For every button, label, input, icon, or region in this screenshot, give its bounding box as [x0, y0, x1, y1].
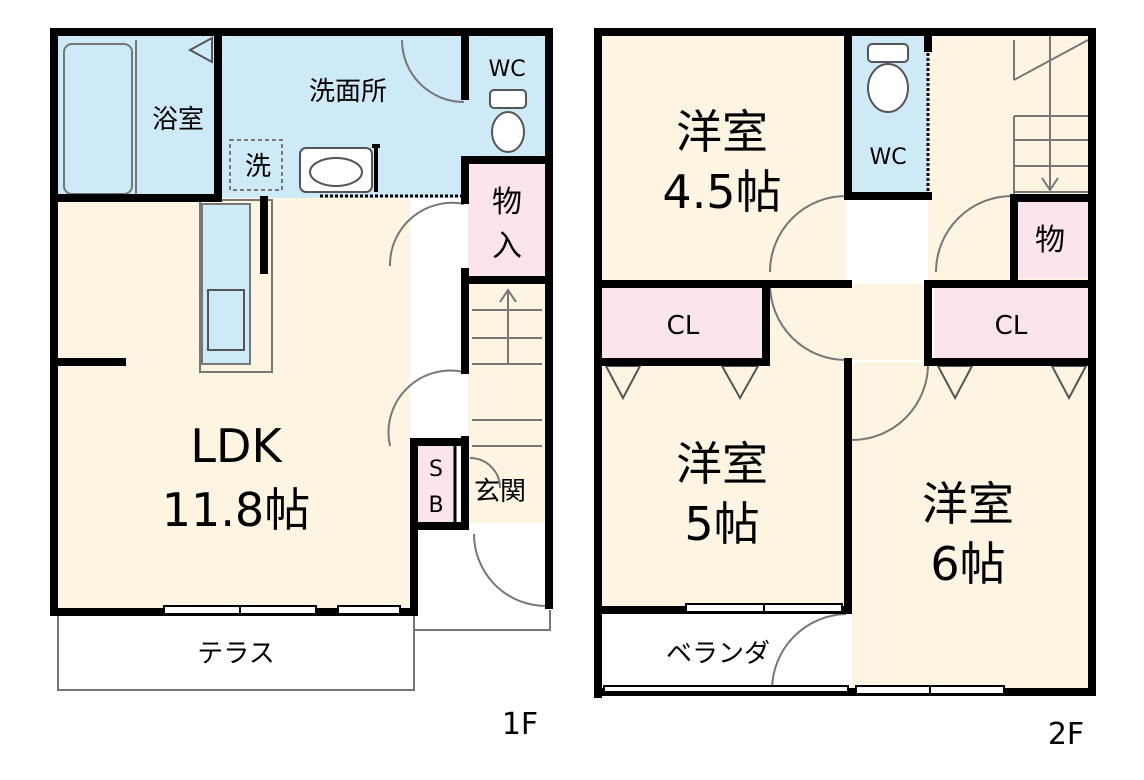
room2-label-1: 洋室: [676, 437, 768, 491]
window-ldk-2: [337, 605, 401, 615]
window-balcony: [603, 685, 849, 693]
sb-label-2: B: [428, 493, 443, 518]
shoe-box-area: [418, 446, 454, 522]
storage1-label-1: 物: [492, 185, 522, 220]
ldk-label-2: 11.8帖: [162, 483, 310, 537]
ldk-label-1: LDK: [190, 419, 283, 473]
storage2-area: [1014, 202, 1088, 278]
closet-left-area: [602, 288, 762, 358]
terrace-outline: [57, 611, 415, 691]
sink-bowl: [309, 157, 363, 187]
toilet2-tank: [867, 43, 909, 63]
stairs-2f: [1013, 36, 1089, 196]
washer-label: 洗: [245, 152, 271, 182]
floor-1: 浴室 洗面所 洗 WC 物 入 LDK 11.8帖 S B 玄関 テラス 1F: [50, 28, 553, 742]
room3-area: [852, 362, 1088, 688]
floor2-label: 2F: [1048, 717, 1084, 752]
storage2-label: 物: [1035, 223, 1065, 258]
washroom-label: 洗面所: [309, 77, 387, 107]
hall1-area: [468, 283, 545, 523]
balcony-label: ベランダ: [666, 639, 770, 669]
room2-label-2: 5帖: [684, 497, 759, 551]
storage1-area: [468, 162, 545, 277]
room1-label-2: 4.5帖: [662, 165, 781, 219]
toilet1-bowl: [491, 111, 525, 153]
closet-right-label: CL: [995, 311, 1028, 341]
floor1-label: 1F: [502, 707, 538, 742]
sb-label-1: S: [429, 457, 443, 482]
toilet2-bowl: [867, 63, 909, 113]
room3-label-2: 6帖: [930, 537, 1005, 591]
room1-label-1: 洋室: [676, 105, 768, 159]
kitchen-sink: [207, 289, 245, 351]
storage1-label-2: 入: [492, 229, 522, 264]
room1-area: [602, 36, 846, 280]
terrace-label: テラス: [197, 639, 274, 669]
wc1-label: WC: [488, 57, 525, 82]
bath-label: 浴室: [152, 105, 204, 135]
closet-left-label: CL: [667, 311, 700, 341]
entrance-label: 玄関: [474, 477, 526, 507]
toilet1-tank: [489, 89, 527, 109]
bathtub: [63, 43, 133, 195]
stairs-1f: [472, 288, 542, 447]
floor-2: 洋室 4.5帖 WC 物 CL CL 洋室 5帖 洋室 6帖 ベランダ 2F: [594, 28, 1096, 752]
room2-area: [602, 360, 846, 606]
hall2-lower: [770, 284, 930, 360]
wc2-label: WC: [869, 145, 906, 170]
room3-label-1: 洋室: [922, 477, 1014, 531]
closet-right-area: [934, 288, 1088, 358]
washer-box: [229, 139, 283, 191]
